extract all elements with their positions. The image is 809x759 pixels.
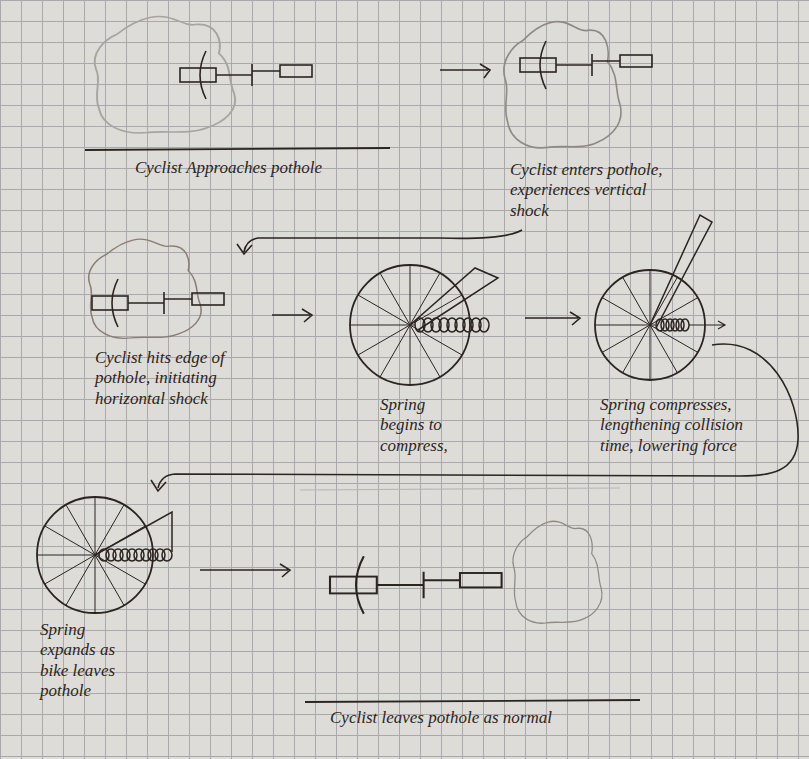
wheel-with-spring — [595, 215, 725, 380]
erased-line — [300, 488, 620, 490]
step-caption: Spring expands as bike leaves pothole — [40, 620, 140, 702]
step-caption: Cyclist Approaches pothole — [135, 158, 375, 178]
flow-arrow — [237, 230, 522, 254]
wheel-with-spring — [37, 497, 172, 613]
step-arrow — [200, 564, 290, 577]
step-caption: Cyclist hits edge of pothole, initiating… — [95, 348, 267, 409]
pothole-outline — [89, 239, 201, 338]
step-arrow — [525, 312, 580, 325]
step-caption: Cyclist leaves pothole as normal — [330, 708, 630, 728]
step-arrow — [440, 64, 490, 78]
pothole-outline — [504, 22, 621, 148]
underline — [305, 700, 640, 702]
bike-top-view — [520, 41, 652, 89]
bike-top-view — [92, 279, 224, 327]
flow-arrow — [151, 344, 798, 491]
bike-top-view — [180, 51, 312, 99]
step-caption: Spring compresses, lengthening collision… — [600, 395, 772, 456]
step-caption: Spring begins to compress, — [380, 395, 472, 456]
pothole-outline — [95, 16, 236, 133]
bike-top-view — [330, 556, 502, 614]
step-arrow — [272, 309, 312, 322]
pothole-outline — [513, 521, 602, 623]
wheel-with-spring — [350, 265, 498, 385]
underline — [85, 148, 390, 150]
step-caption: Cyclist enters pothole, experiences vert… — [510, 160, 682, 221]
